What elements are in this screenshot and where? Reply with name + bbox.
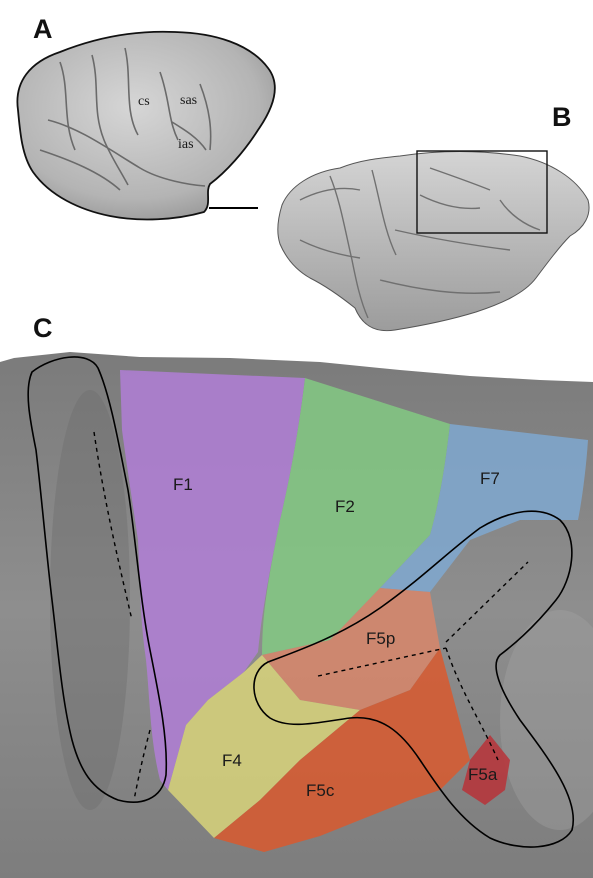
- label-f5a: F5a: [468, 765, 498, 784]
- label-f5c: F5c: [306, 781, 335, 800]
- panel-b-brain: [278, 151, 589, 331]
- panel-c-map: F1 F2 F7 F5p F4 F5c F5a: [0, 340, 593, 878]
- label-ias: ias: [178, 137, 194, 152]
- label-sas: sas: [180, 93, 197, 108]
- label-f4: F4: [222, 751, 242, 770]
- label-f2: F2: [335, 497, 355, 516]
- label-f1: F1: [173, 475, 193, 494]
- brain-outline: [17, 32, 274, 220]
- inflated-surface: [278, 152, 589, 331]
- label-cs: cs: [138, 94, 150, 109]
- shading-cs: [50, 390, 130, 810]
- panel-a-brain: cs sas ias: [17, 32, 274, 220]
- label-f7: F7: [480, 469, 500, 488]
- label-f5p: F5p: [366, 629, 395, 648]
